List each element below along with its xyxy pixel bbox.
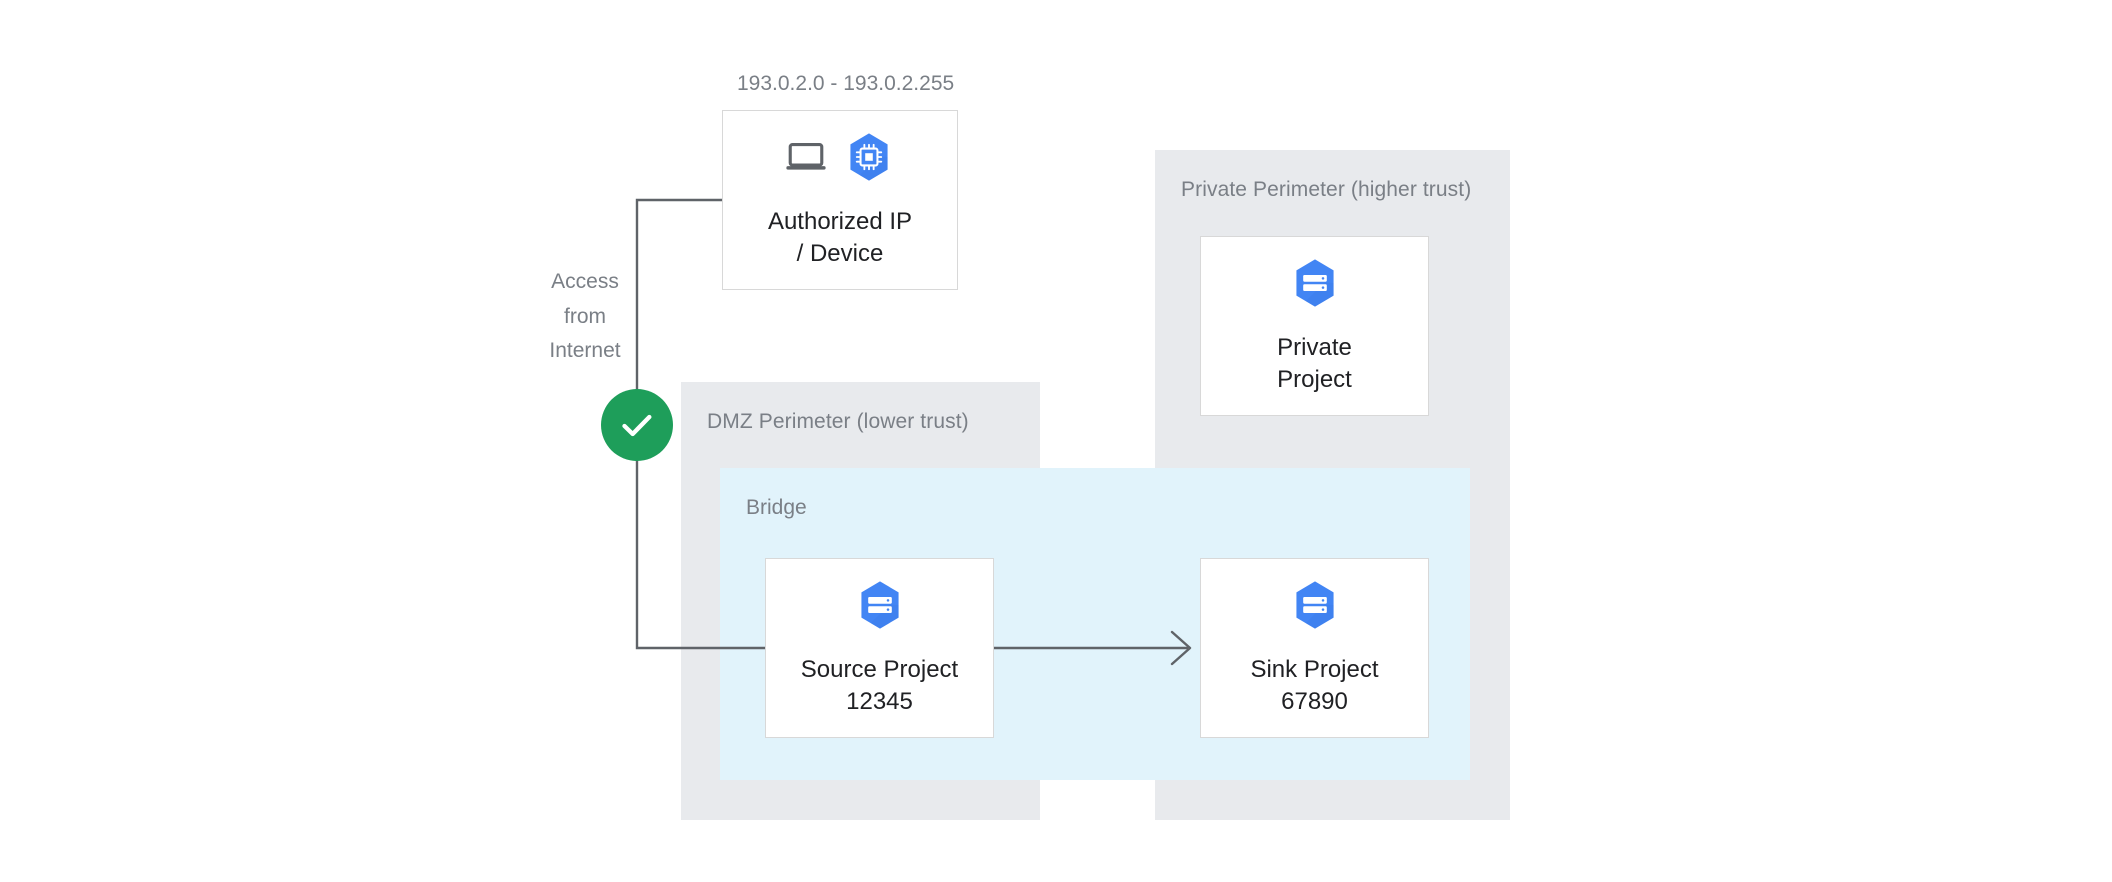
node-authorized-device-label: Authorized IP / Device <box>767 208 913 267</box>
compute-instance-icon <box>850 133 888 181</box>
dmz-perimeter-label: DMZ Perimeter (lower trust) <box>707 410 969 433</box>
node-authorized-device[interactable]: Authorized IP / Device <box>722 110 958 290</box>
node-icon-row <box>853 578 907 632</box>
node-icon-row <box>1288 256 1342 310</box>
node-source-project-label: Source Project 12345 <box>800 656 959 715</box>
node-icon-row <box>1288 578 1342 632</box>
bridge-label: Bridge <box>746 496 807 519</box>
project-icon <box>1295 259 1334 307</box>
project-icon <box>1295 581 1334 629</box>
node-sink-project-label: Sink Project 67890 <box>1250 656 1379 715</box>
access-allowed-badge <box>601 389 673 461</box>
node-private-project-label: Private Project <box>1277 334 1352 393</box>
node-private-project[interactable]: Private Project <box>1200 236 1429 416</box>
node-source-project[interactable]: Source Project 12345 <box>765 558 994 738</box>
laptop-icon <box>786 143 826 170</box>
access-from-internet-caption: Access from Internet <box>549 270 621 363</box>
check-icon <box>622 414 652 437</box>
node-icon-row <box>784 130 896 184</box>
project-icon <box>860 581 899 629</box>
node-sink-project[interactable]: Sink Project 67890 <box>1200 558 1429 738</box>
ip-range-caption: 193.0.2.0 - 193.0.2.255 <box>737 72 955 95</box>
private-perimeter-label: Private Perimeter (higher trust) <box>1181 178 1472 201</box>
